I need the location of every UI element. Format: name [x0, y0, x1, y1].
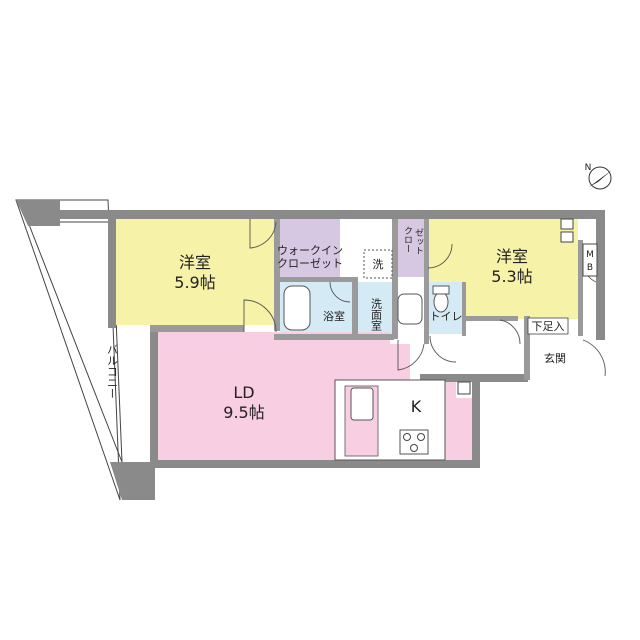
western-room-right-size: 5.3帖	[491, 267, 532, 286]
door-toilet	[429, 335, 457, 363]
closet-label-2: ゼット	[413, 228, 424, 255]
mb-label-2: B	[587, 263, 593, 273]
door-entrance	[582, 339, 606, 377]
bathtub	[283, 285, 311, 331]
door-left-room	[243, 299, 277, 333]
walk-in-closet-label-1: ウォークイン	[277, 244, 343, 257]
wall-k-right	[472, 380, 480, 468]
compass-label: N	[585, 163, 592, 173]
balcony-railing	[27, 221, 123, 463]
door-right-room-lower	[499, 319, 521, 345]
wall-closet-right	[424, 219, 429, 344]
western-room-left-size: 5.9帖	[174, 273, 215, 292]
door-wic	[249, 219, 277, 249]
ld-name: LD	[233, 383, 254, 402]
ld-size: 9.5帖	[223, 403, 264, 422]
kitchen-label: K	[411, 397, 422, 416]
wall-right-room-bottom	[466, 316, 518, 321]
wall-bath-right	[352, 282, 358, 338]
mb-label-1: M	[586, 250, 594, 260]
wall-ld-left	[150, 328, 158, 463]
walk-in-closet	[280, 219, 340, 277]
closet-label-1: クロー	[402, 226, 412, 253]
toilet-label: トイレ	[430, 310, 463, 323]
kitchen-sink	[350, 387, 374, 421]
western-room-left	[116, 219, 274, 325]
washer-space	[363, 249, 393, 279]
north-arrow-icon: N	[585, 163, 612, 190]
washroom-label: 洗面室	[370, 298, 383, 331]
wall-wic-bottom	[274, 277, 358, 282]
wall-closet-left	[392, 219, 398, 339]
wall-ld-bottom	[150, 460, 480, 468]
western-room-left-name: 洋室	[179, 253, 211, 272]
wash-basin	[397, 293, 423, 325]
wall-entry-left	[524, 316, 530, 380]
walk-in-closet-label-2: クローゼット	[277, 257, 343, 270]
door-washroom	[397, 340, 425, 371]
stove-burner-1	[403, 433, 411, 441]
stove	[399, 429, 429, 455]
washer-label: 洗	[373, 258, 384, 271]
wall-left	[108, 210, 116, 328]
wall-wic-left	[274, 219, 280, 331]
washroom	[358, 282, 396, 334]
closet	[398, 219, 424, 277]
bathroom-label: 浴室	[323, 309, 345, 323]
balcony-label: バルコニー	[106, 344, 119, 399]
balcony-wall-bottom	[110, 462, 155, 500]
door-right-room	[427, 243, 453, 269]
shoe-storage-label: 下足入	[532, 320, 565, 333]
wall-right-room-right	[578, 240, 583, 336]
balcony-area	[15, 199, 121, 501]
stove-burner-3	[410, 444, 418, 452]
wall-top	[60, 210, 605, 219]
toilet-tank	[432, 285, 450, 295]
wall-right	[596, 210, 605, 340]
balcony-wall-top	[16, 200, 60, 226]
door-bathroom	[329, 281, 351, 303]
shoe-storage-box	[527, 317, 569, 335]
wall-left-room-bottom	[150, 325, 244, 332]
entrance-label: 玄関	[544, 351, 566, 365]
kitchen-pillar	[457, 381, 471, 395]
toilet-bowl	[433, 291, 449, 313]
wall-entry-bottom	[420, 374, 528, 382]
stove-burner-2	[417, 433, 425, 441]
wall-bath-bottom	[274, 334, 394, 340]
vent-2	[560, 231, 574, 243]
mb-box	[582, 243, 598, 277]
wall-toilet-right	[462, 282, 466, 336]
vent-1	[560, 218, 574, 230]
western-room-right-name: 洋室	[496, 247, 528, 266]
